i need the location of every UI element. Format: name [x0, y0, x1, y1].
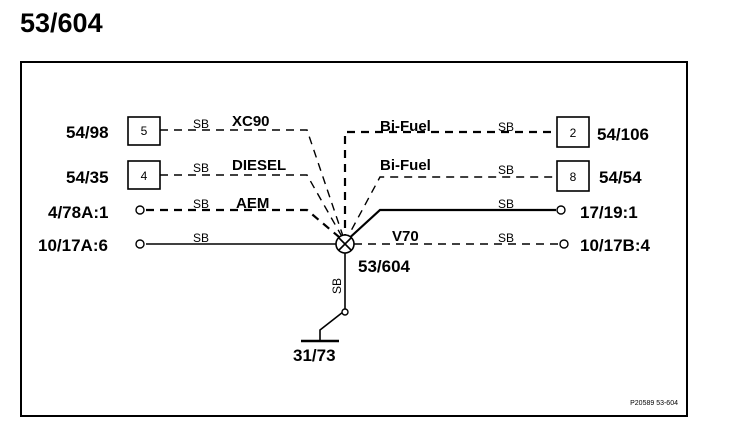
wire-code-ground: SB	[330, 278, 344, 294]
wire-54-35	[160, 174, 346, 243]
terminal-ground	[341, 308, 349, 316]
page-title: 53/604	[20, 8, 103, 38]
terminal-10-17b	[559, 239, 569, 249]
component-label-4-78a: 4/78A:1	[48, 203, 108, 222]
terminal-4-78a	[135, 205, 145, 215]
wire-code-10-17a: SB	[193, 231, 209, 245]
wire-54-54	[344, 176, 557, 243]
variant-label-aem: AEM	[236, 195, 269, 212]
wire-code-54-35: SB	[193, 161, 209, 175]
component-label-54-54: 54/54	[599, 168, 642, 187]
component-label-17-19: 17/19:1	[580, 203, 638, 222]
terminal-10-17a	[135, 239, 145, 249]
pin-box-54-98	[127, 116, 161, 146]
terminal-17-19	[556, 205, 566, 215]
wire-17-19	[344, 208, 556, 243]
pin-number-54-35: 4	[141, 169, 148, 183]
pin-box-54-106	[556, 116, 590, 148]
variant-label-v70: V70	[392, 228, 419, 245]
variant-label-diesel: DIESEL	[232, 157, 286, 174]
pin-number-54-98: 5	[141, 124, 148, 138]
component-label-10-17b: 10/17B:4	[580, 236, 650, 255]
wire-code-54-54: SB	[498, 163, 514, 177]
ground-label: 31/73	[293, 346, 336, 365]
pin-box-54-54	[556, 160, 590, 192]
diagram-frame	[20, 61, 688, 417]
ground-switch	[319, 311, 344, 341]
wire-54-98	[160, 129, 346, 243]
splice-symbol	[335, 234, 355, 254]
wire-code-54-98: SB	[193, 117, 209, 131]
wire-code-4-78a: SB	[193, 197, 209, 211]
pin-box-54-35	[127, 160, 161, 190]
pin-number-54-54: 8	[570, 170, 577, 184]
figure-code: P20589 53-604	[630, 400, 678, 407]
variant-label-bi-fuel-bottom: Bi-Fuel	[380, 157, 431, 174]
wire-code-54-106: SB	[498, 120, 514, 134]
variant-label-xc90: XC90	[232, 113, 270, 130]
pin-number-54-106: 2	[570, 126, 577, 140]
wire-4-78a	[146, 208, 346, 243]
variant-label-bi-fuel-top: Bi-Fuel	[380, 118, 431, 135]
wire-code-17-19: SB	[498, 197, 514, 211]
component-label-54-98: 54/98	[66, 123, 109, 142]
wire-54-106	[343, 130, 557, 242]
splice-label: 53/604	[358, 257, 411, 276]
component-label-54-106: 54/106	[597, 125, 649, 144]
component-label-10-17a: 10/17A:6	[38, 236, 108, 255]
component-label-54-35: 54/35	[66, 168, 109, 187]
wire-code-10-17b: SB	[498, 231, 514, 245]
